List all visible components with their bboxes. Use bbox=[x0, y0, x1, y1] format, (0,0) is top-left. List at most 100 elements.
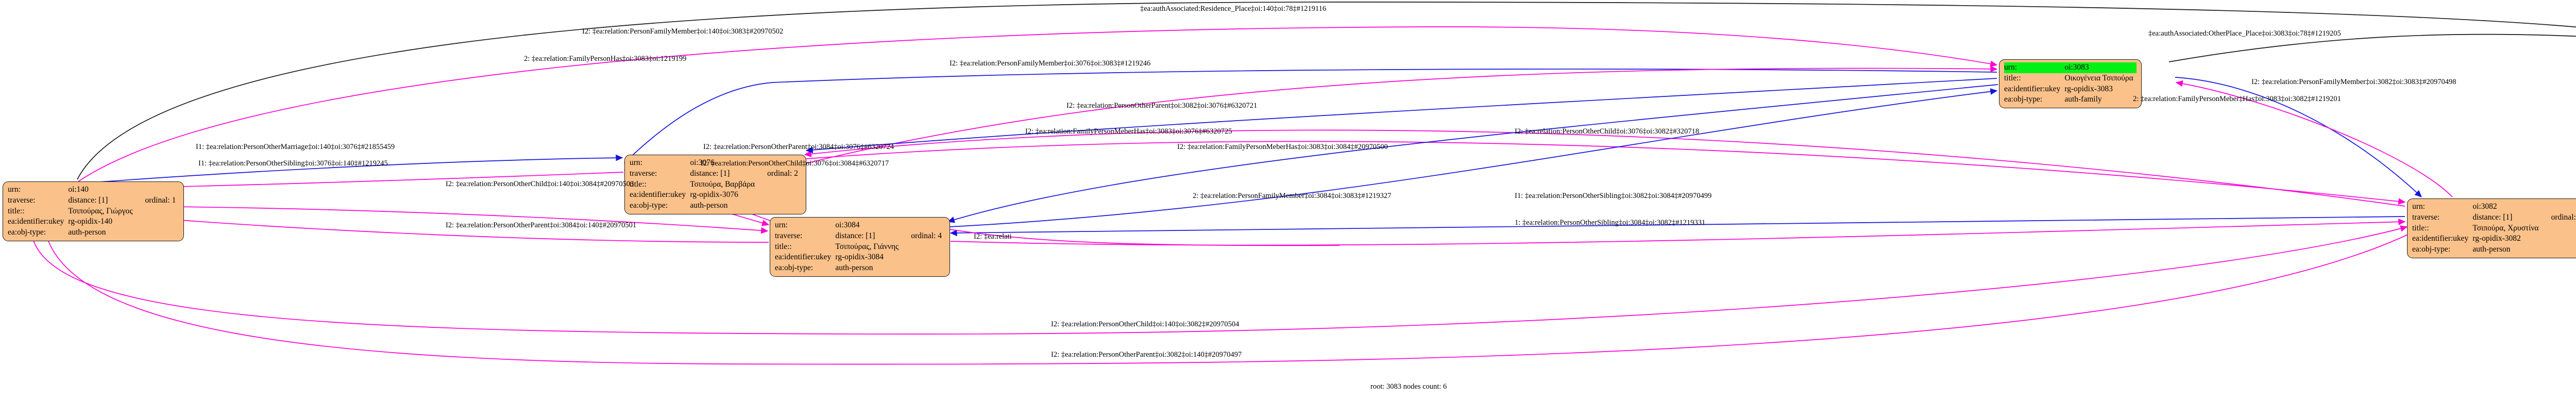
edge-label: I2: ‡ea:relation:PersonOtherChild‡oi:307… bbox=[1515, 127, 1700, 136]
edge-label: I2: ‡ea:relation:PersonOtherChild‡oi:140… bbox=[446, 180, 634, 188]
field-label-ukey: ea:identifier:ukey bbox=[775, 253, 832, 262]
field-value-objtype: auth-person bbox=[68, 228, 106, 237]
node-row-title: title:: Τσιπούρας, Γιάννης bbox=[775, 242, 945, 253]
field-value-objtype: auth-person bbox=[2472, 245, 2511, 254]
edge-label: I1: ‡ea:relation:PersonOtherSibling‡oi:3… bbox=[198, 159, 388, 168]
field-value-ordinal-spacer bbox=[136, 185, 179, 195]
field-value-traverse: distance: [1] bbox=[690, 169, 730, 178]
node-row-objtype: ea:obj-type: auth-person bbox=[775, 263, 945, 274]
field-value-ukey: rg-opidix-140 bbox=[68, 217, 113, 226]
field-label-urn: urn: bbox=[630, 158, 642, 167]
edge-label: I2: ‡ea:relation:PersonFamilyMember‡oi:3… bbox=[950, 59, 1151, 68]
node-row-title: title:: Τσιπούρας, Γιώργος bbox=[8, 206, 179, 217]
node-row-ukey: ea:identifier:ukey rg-opidix-3076 bbox=[630, 190, 801, 201]
node-row-objtype: ea:obj-type: auth-person bbox=[2412, 244, 2576, 255]
node-row-objtype: ea:obj-type: auth-person bbox=[8, 227, 179, 238]
edge-label: I1: ‡ea:relation:PersonOtherMarriage‡oi:… bbox=[196, 143, 395, 151]
field-value-traverse: distance: [1] bbox=[68, 195, 108, 205]
graph-footer-summary: root: 3083 nodes count: 6 bbox=[1370, 383, 1447, 391]
field-label-ukey: ea:identifier:ukey bbox=[8, 217, 64, 226]
node-row-title: title:: Τσιπούρα, Χρυστίνα bbox=[2412, 223, 2576, 234]
edge-label: I2: ‡ea:relation:PersonFamilyMember‡oi:3… bbox=[2251, 78, 2456, 86]
field-label-objtype: ea:obj-type: bbox=[775, 263, 814, 273]
field-label-urn: urn: bbox=[8, 185, 21, 194]
field-value-traverse: distance: [1] bbox=[2472, 212, 2513, 222]
field-value-urn: oi:140 bbox=[68, 185, 89, 194]
field-value-urn: oi:3076 bbox=[690, 158, 715, 167]
edge-label: I2: ‡ea:relation:PersonOtherChild‡oi:307… bbox=[701, 159, 889, 168]
field-label-traverse: traverse: bbox=[630, 169, 657, 178]
field-value-ukey: rg-opidix-3083 bbox=[2064, 84, 2113, 93]
node-row-traverse: traverse: distance: [1] ordinal: 1 bbox=[8, 195, 179, 206]
field-label-urn: urn: bbox=[2412, 202, 2425, 211]
field-value-title: Τσιπούρα, Βαρβάρα bbox=[690, 179, 755, 189]
edge-label: ‡ea:authAssociated:OtherPlace_Place‡oi:3… bbox=[2148, 29, 2341, 38]
node-row-urn: urn: oi:3084 bbox=[775, 220, 945, 231]
field-label-traverse: traverse: bbox=[2412, 212, 2440, 222]
node-row-ukey: ea:identifier:ukey rg-opidix-3084 bbox=[775, 252, 945, 263]
field-label-ukey: ea:identifier:ukey bbox=[2412, 234, 2469, 243]
node-row-traverse: traverse: distance: [1] ordinal: 4 bbox=[775, 231, 945, 242]
field-label-traverse: traverse: bbox=[775, 231, 803, 240]
edge-label: I2: ‡ea:relation:PersonOtherChild‡oi:140… bbox=[1051, 320, 1240, 328]
node-row-ukey: ea:identifier:ukey rg-opidix-3083 bbox=[2004, 84, 2137, 95]
field-label-ukey: ea:identifier:ukey bbox=[2004, 84, 2061, 93]
field-label-title: title:: bbox=[2412, 223, 2429, 232]
edge-label: 2: ‡ea:relation:PersonFamilyMember‡oi:30… bbox=[1193, 192, 1392, 200]
field-label-objtype: ea:obj-type: bbox=[2004, 95, 2043, 104]
field-value-urn: oi:3082 bbox=[2472, 202, 2497, 211]
field-label-ukey: ea:identifier:ukey bbox=[630, 190, 686, 200]
edge-label: I2: ‡ea:relation:PersonOtherParent‡oi:30… bbox=[1066, 102, 1258, 110]
node-row-ukey: ea:identifier:ukey rg-opidix-140 bbox=[8, 217, 179, 227]
field-label-title: title:: bbox=[775, 242, 792, 251]
edge-label: I1: ‡ea:relation:PersonOtherSibling‡oi:3… bbox=[1515, 192, 1712, 200]
field-value-ukey: rg-opidix-3076 bbox=[690, 190, 738, 200]
field-value-title: Τσιπούρα, Χρυστίνα bbox=[2472, 223, 2539, 232]
node-row-objtype: ea:obj-type: auth-family bbox=[2004, 94, 2137, 105]
graph-node-oi3084[interactable]: urn: oi:3084 traverse: distance: [1] ord… bbox=[770, 217, 951, 277]
field-value-traverse: distance: [1] bbox=[835, 231, 875, 240]
node-row-urn: urn: oi:140 bbox=[8, 185, 179, 195]
field-label-urn: urn: bbox=[2004, 62, 2064, 73]
edge-label: I2: ‡ea:relati bbox=[974, 232, 1012, 241]
edge-label: I2: ‡ea:relation:PersonOtherParent‡oi:30… bbox=[446, 221, 637, 229]
field-label-traverse: traverse: bbox=[8, 195, 36, 205]
graph-node-oi3083-root[interactable]: urn: oi:3083 title:: Οικογένεια Τσιπούρα… bbox=[1999, 59, 2142, 109]
field-value-ordinal: ordinal: 1 bbox=[145, 195, 176, 205]
edge-label: I2: ‡ea:relation:FamilyPersonMeberHas‡oi… bbox=[1177, 143, 1388, 151]
node-row-urn: urn: oi:3083 bbox=[2004, 62, 2137, 73]
edge-label: 2: ‡ea:relation:FamilyPersonHas‡oi:3083‡… bbox=[524, 55, 687, 63]
graph-node-oi140[interactable]: urn: oi:140 traverse: distance: [1] ordi… bbox=[3, 181, 184, 241]
node-row-title: title:: Τσιπούρα, Βαρβάρα bbox=[630, 179, 801, 190]
node-row-urn: urn: oi:3076 bbox=[630, 158, 801, 169]
field-label-title: title:: bbox=[630, 179, 647, 189]
graph-node-oi3076[interactable]: urn: oi:3076 traverse: distance: [1] ord… bbox=[624, 155, 806, 214]
field-label-objtype: ea:obj-type: bbox=[8, 228, 46, 237]
node-row-objtype: ea:obj-type: auth-person bbox=[630, 201, 801, 211]
edge-label: 1: ‡ea:relation:PersonOtherSibling‡oi:30… bbox=[1515, 219, 1706, 227]
node-row-urn: urn: oi:3082 bbox=[2412, 202, 2576, 212]
field-value-title: Οικογένεια Τσιπούρα bbox=[2064, 73, 2133, 82]
graph-node-oi3082[interactable]: urn: oi:3082 traverse: distance: [1] ord… bbox=[2407, 198, 2576, 258]
field-value-ukey: rg-opidix-3084 bbox=[835, 253, 884, 262]
edge-label: I2: ‡ea:relation:FamilyPersonMeberHas‡oi… bbox=[1025, 127, 1232, 136]
edge-label: ‡ea:authAssociated:Residence_Place‡oi:14… bbox=[1140, 5, 1327, 13]
field-value-ordinal: ordinal: 3 bbox=[2551, 212, 2576, 222]
field-value-ordinal: ordinal: 4 bbox=[911, 231, 942, 240]
field-label-title: title:: bbox=[8, 206, 25, 215]
field-value-urn: oi:3084 bbox=[835, 221, 860, 229]
edge-label: 2: ‡ea:relation:FamilyPersonMeber‡Has‡oi… bbox=[2133, 95, 2341, 103]
field-value-urn: oi:3083 bbox=[2063, 62, 2137, 73]
node-row-ukey: ea:identifier:ukey rg-opidix-3082 bbox=[2412, 234, 2576, 244]
field-value-title: Τσιπούρας, Γιώργος bbox=[68, 206, 133, 215]
field-label-objtype: ea:obj-type: bbox=[630, 201, 668, 210]
field-label-title: title:: bbox=[2004, 73, 2021, 82]
node-row-traverse: traverse: distance: [1] ordinal: 2 bbox=[630, 169, 801, 179]
edge-label: I2: ‡ea:relation:PersonOtherParent‡oi:30… bbox=[1051, 351, 1242, 359]
node-row-title: title:: Οικογένεια Τσιπούρα bbox=[2004, 73, 2137, 84]
field-value-title: Τσιπούρας, Γιάννης bbox=[835, 242, 899, 251]
field-value-ordinal: ordinal: 2 bbox=[767, 169, 798, 178]
field-value-objtype: auth-family bbox=[2064, 95, 2102, 104]
field-label-urn: urn: bbox=[775, 221, 788, 229]
